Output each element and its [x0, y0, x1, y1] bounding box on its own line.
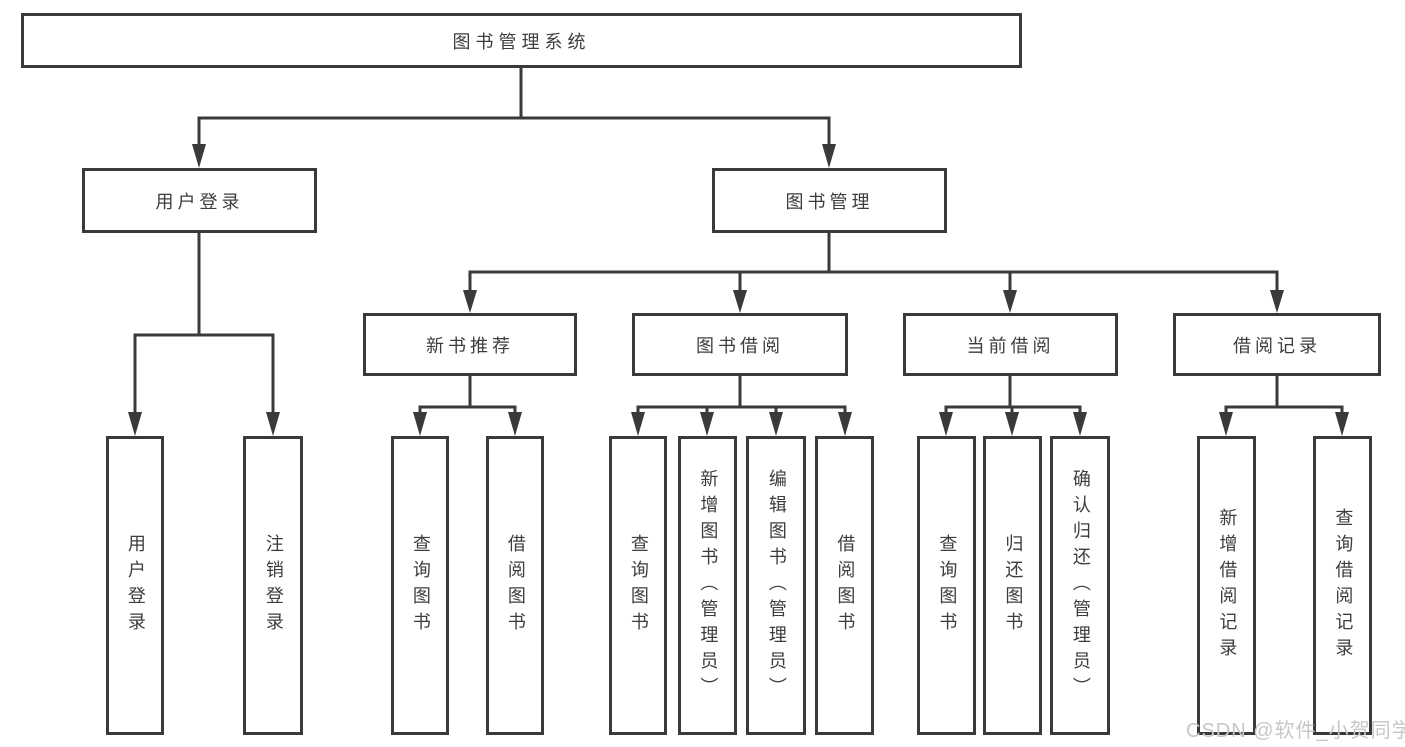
node-label: 图书管理 [785, 191, 874, 212]
arrowheads-borrow-record [1219, 412, 1349, 436]
arrowheads-new-book [413, 412, 522, 436]
node-current-borrow: 当前借阅 [903, 313, 1118, 376]
node-leaf-return-book: 归还图书 [983, 436, 1042, 735]
node-borrow-record: 借阅记录 [1173, 313, 1381, 376]
node-label: 查询图书 [628, 533, 649, 638]
node-user-login: 用户登录 [82, 168, 317, 233]
node-label: 编辑图书（管理员） [766, 468, 787, 703]
node-leaf-query-borrow-record: 查询借阅记录 [1313, 436, 1372, 735]
csdn-watermark: CSDN @软件_小贺同学 [1186, 720, 1405, 742]
node-label: 图书借阅 [696, 335, 784, 356]
node-label: 查询图书 [937, 533, 958, 638]
node-leaf-query-book-2: 查询图书 [609, 436, 667, 735]
node-leaf-query-book-1: 查询图书 [391, 436, 449, 735]
node-label: 新增借阅记录 [1217, 507, 1238, 664]
node-label: 借阅记录 [1233, 335, 1321, 356]
node-leaf-borrow-book-1: 借阅图书 [486, 436, 544, 735]
node-leaf-user-login: 用户登录 [106, 436, 164, 735]
node-label: 图书管理系统 [452, 31, 591, 52]
node-new-book-recommend: 新书推荐 [363, 313, 577, 376]
node-label: 新书推荐 [426, 335, 514, 356]
arrowheads-level2 [192, 144, 836, 168]
arrowheads-current-borrow [939, 412, 1087, 436]
node-label: 借阅图书 [505, 533, 526, 638]
node-library-management-system: 图书管理系统 [21, 13, 1022, 68]
arrowheads-book-borrow [631, 412, 852, 436]
node-leaf-confirm-return-admin: 确认归还（管理员） [1050, 436, 1110, 735]
node-label: 用户登录 [155, 191, 244, 212]
node-leaf-borrow-book-2: 借阅图书 [815, 436, 874, 735]
node-label: 归还图书 [1003, 533, 1024, 638]
node-label: 新增图书（管理员） [698, 468, 719, 703]
node-book-management: 图书管理 [712, 168, 947, 233]
node-label: 查询图书 [410, 533, 431, 638]
node-leaf-add-book-admin: 新增图书（管理员） [678, 436, 737, 735]
arrowheads-user-login [128, 412, 280, 436]
node-label: 注销登录 [263, 533, 284, 638]
node-leaf-logout: 注销登录 [243, 436, 303, 735]
node-label: 确认归还（管理员） [1070, 468, 1091, 703]
node-label: 当前借阅 [966, 335, 1055, 356]
node-leaf-edit-book-admin: 编辑图书（管理员） [746, 436, 806, 735]
node-label: 查询借阅记录 [1333, 507, 1354, 664]
node-label: 借阅图书 [835, 533, 856, 638]
node-book-borrow: 图书借阅 [632, 313, 848, 376]
node-label: 用户登录 [125, 533, 146, 638]
node-leaf-add-borrow-record: 新增借阅记录 [1197, 436, 1256, 735]
node-leaf-query-book-3: 查询图书 [917, 436, 976, 735]
arrowheads-level3 [463, 290, 1284, 313]
